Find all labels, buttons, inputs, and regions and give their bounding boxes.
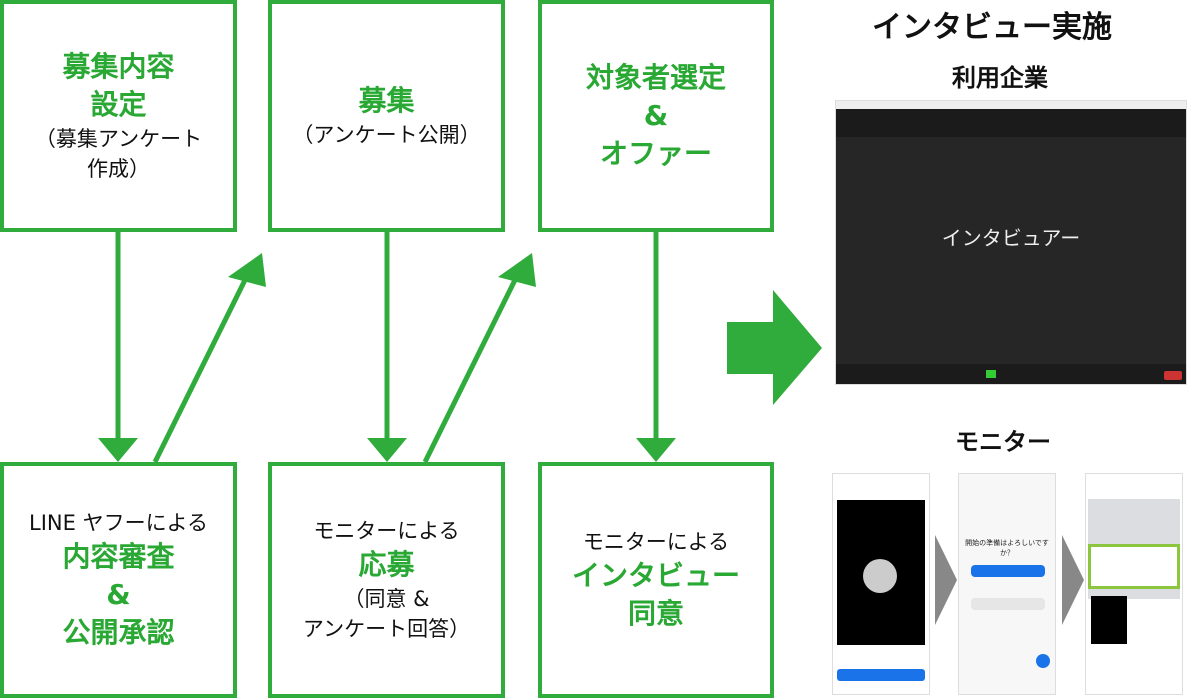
step-note: LINE ヤフーによる [29, 511, 208, 535]
chevron-icon [935, 535, 957, 625]
step-title: 対象者選定 [585, 61, 726, 94]
video-call-screenshot: インタビュアー [835, 100, 1187, 385]
step-consent: モニターによる インタビュー 同意 [538, 462, 774, 698]
step-note: 作成） [87, 157, 150, 181]
interview-title: インタビュー実施 [872, 10, 1112, 45]
step-title: & [106, 578, 131, 611]
step-apply: モニターによる 応募 （同意 & アンケート回答） [268, 462, 505, 698]
phone-screenshot-1 [832, 473, 930, 695]
step-title: & [643, 99, 669, 132]
chevron-icon [1062, 535, 1084, 625]
step-review: LINE ヤフーによる 内容審査 & 公開承認 [0, 462, 237, 698]
step-title: インタビュー [571, 559, 740, 592]
step-recruit-setup: 募集内容 設定 （募集アンケート 作成） [0, 0, 237, 232]
step-note: （同意 & [343, 587, 430, 611]
step-title: 同意 [627, 597, 684, 630]
step-title: 募集内容 [62, 50, 175, 83]
phone-screenshot-3 [1085, 473, 1183, 695]
end-button [1164, 371, 1182, 380]
big-right-arrow [727, 290, 822, 405]
step-recruit: 募集 （アンケート公開） [268, 0, 505, 232]
step-select-offer: 対象者選定 & オファー [538, 0, 774, 232]
monitor-label: モニター [955, 428, 1051, 456]
interviewer-label: インタビュアー [941, 226, 1081, 250]
step-title: 設定 [90, 88, 147, 121]
step-title: オファー [599, 137, 712, 170]
step-note: モニターによる [313, 519, 460, 543]
phone-prompt: 開始の準備はよろしいですか？ [965, 539, 1049, 557]
step-title: 内容審査 [62, 540, 175, 573]
step-title: 公開承認 [62, 616, 175, 649]
company-label: 利用企業 [952, 64, 1048, 92]
phone-screenshot-2: 開始の準備はよろしいですか？ [958, 473, 1056, 695]
step-title: 募集 [358, 84, 415, 117]
step-note: （募集アンケート [34, 127, 203, 151]
step-note: モニターによる [582, 530, 730, 554]
step-title: 応募 [358, 548, 415, 581]
step-note: （アンケート公開） [292, 123, 481, 147]
step-note: アンケート回答） [302, 617, 471, 641]
